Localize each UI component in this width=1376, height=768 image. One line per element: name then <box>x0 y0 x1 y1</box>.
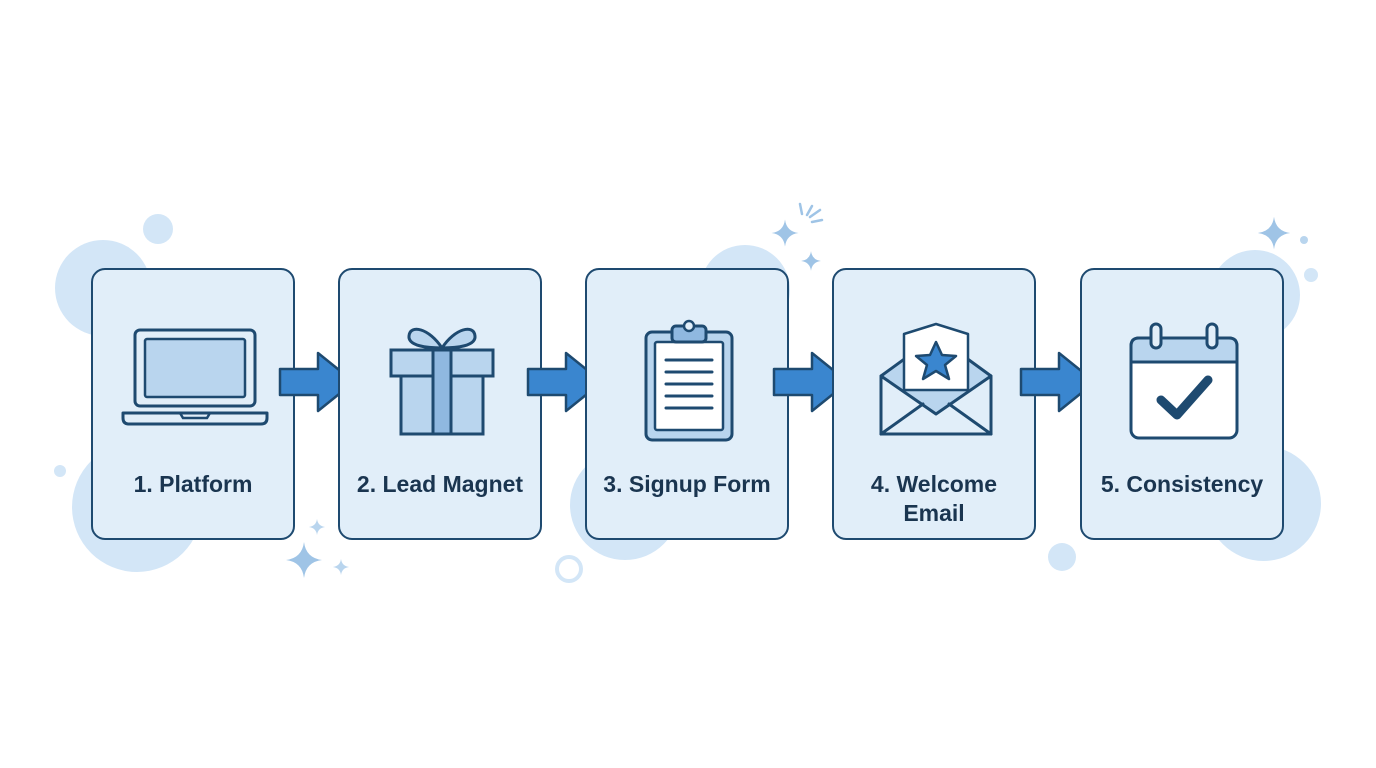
decor-dot <box>1300 236 1308 244</box>
step-label: 2. Lead Magnet <box>356 471 524 497</box>
envelope-star-icon <box>879 322 993 436</box>
calendar-check-icon <box>1129 322 1239 440</box>
decor-circle <box>143 214 173 244</box>
sparkle-icon <box>771 219 799 247</box>
arrow-right-icon <box>278 351 356 413</box>
sparkle-icon <box>1257 216 1291 250</box>
burst-lines-icon <box>798 202 824 224</box>
sparkle-icon <box>801 251 821 271</box>
arrow-right-icon <box>526 351 604 413</box>
decor-ring <box>555 555 583 583</box>
decor-circle <box>1304 268 1318 282</box>
step-card-consistency: 5. Consistency <box>1080 268 1284 540</box>
step-label: 4. Welcome Email <box>870 471 998 526</box>
step-label: 1. Platform <box>133 471 253 497</box>
decor-circle <box>1048 543 1076 571</box>
step-card-platform: 1. Platform <box>91 268 295 540</box>
arrow-right-icon <box>1019 351 1097 413</box>
clipboard-icon <box>644 319 734 442</box>
step-card-lead-magnet: 2. Lead Magnet <box>338 268 542 540</box>
step-card-signup-form: 3. Signup Form <box>585 268 789 540</box>
laptop-icon <box>121 328 269 426</box>
sparkle-icon <box>308 518 326 536</box>
sparkle-icon <box>286 542 322 578</box>
step-card-welcome-email: 4. Welcome Email <box>832 268 1036 540</box>
arrow-right-icon <box>772 351 850 413</box>
gift-icon <box>389 327 495 436</box>
step-label: 3. Signup Form <box>603 471 771 497</box>
sparkle-icon <box>332 558 350 576</box>
step-label: 5. Consistency <box>1100 471 1264 497</box>
decor-circle <box>54 465 66 477</box>
